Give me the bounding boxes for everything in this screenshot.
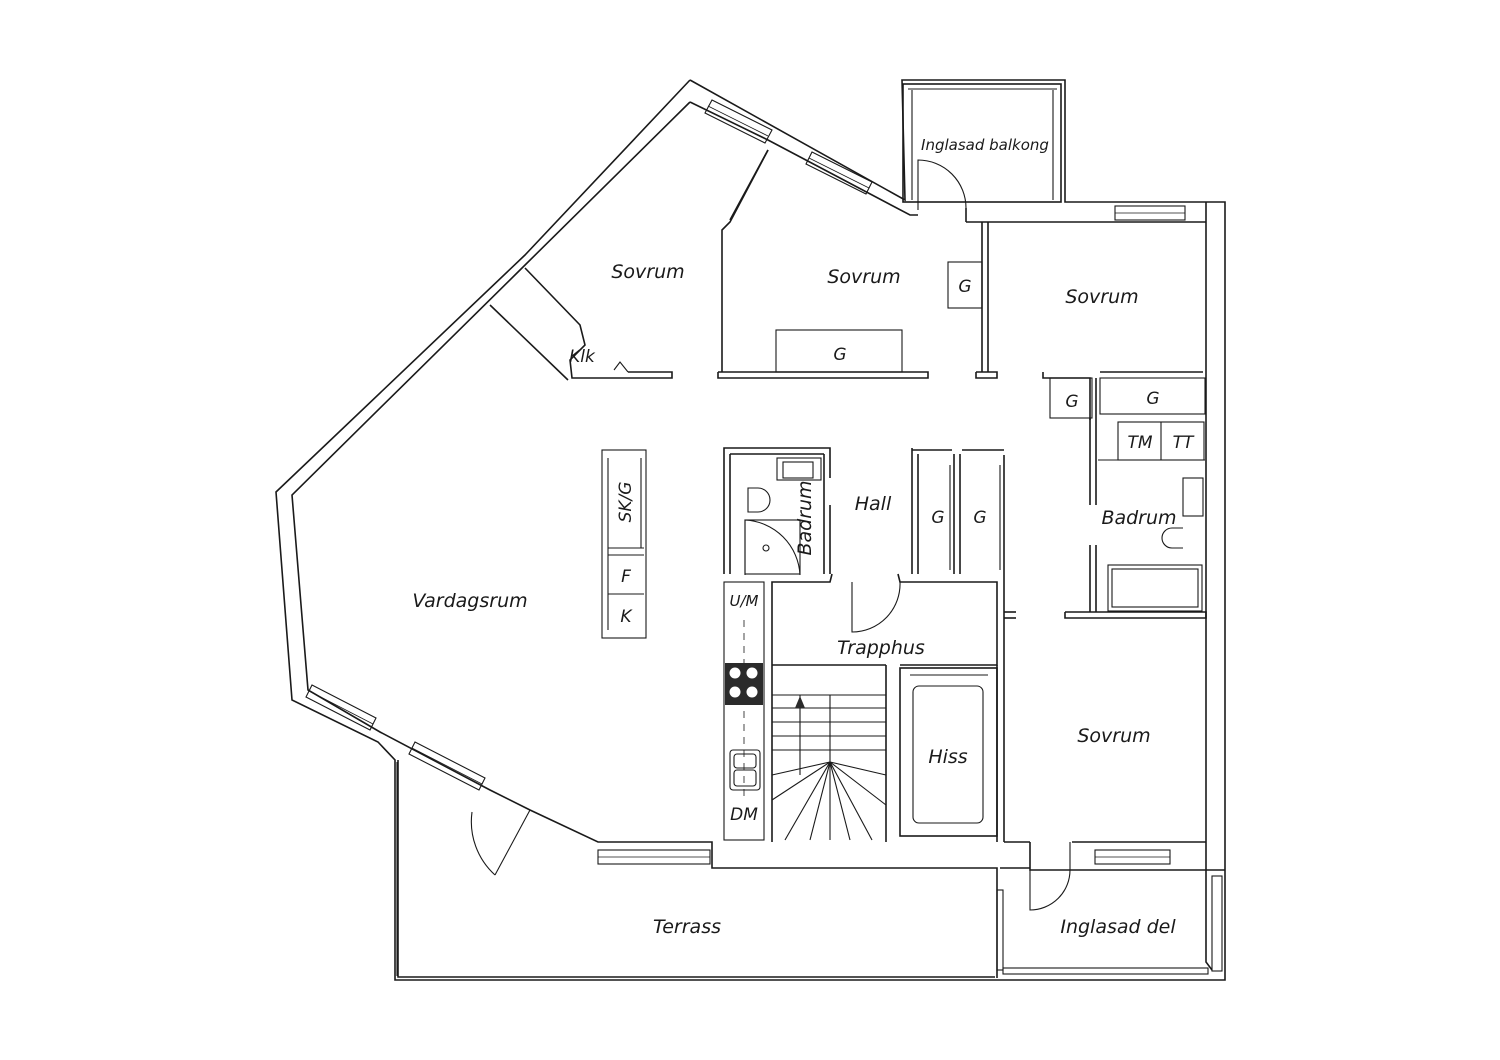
label-klk: Klk xyxy=(569,347,596,367)
label-vardagsrum: Vardagsrum xyxy=(412,590,527,612)
label-sovrum-4: Sovrum xyxy=(1077,725,1150,747)
fixture-labels: G G G G G G SK/G F K U/M DM TM TT xyxy=(616,277,1195,825)
label-sovrum-1: Sovrum xyxy=(611,261,684,283)
exterior-walls xyxy=(275,79,1226,981)
label-sk-g: SK/G xyxy=(616,482,636,523)
label-g-closet-4: G xyxy=(1146,389,1159,409)
label-g-closet-6: G xyxy=(973,508,986,528)
label-tm: TM xyxy=(1127,433,1152,453)
label-terrass: Terrass xyxy=(653,916,721,938)
label-inglasad-del: Inglasad del xyxy=(1060,916,1176,938)
label-k: K xyxy=(620,607,633,627)
label-tt: TT xyxy=(1173,433,1195,453)
label-g-closet-2: G xyxy=(833,345,846,365)
label-sovrum-3: Sovrum xyxy=(1065,286,1138,308)
label-hall: Hall xyxy=(855,493,892,515)
label-dm: DM xyxy=(730,805,758,825)
label-inglasad-balkong: Inglasad balkong xyxy=(921,136,1049,154)
label-g-closet-1: G xyxy=(958,277,971,297)
label-badrum-1: Badrum xyxy=(794,480,816,555)
room-labels: Inglasad balkong Sovrum Sovrum Sovrum Kl… xyxy=(412,136,1176,938)
label-trapphus: Trapphus xyxy=(837,637,925,659)
interior-walls xyxy=(470,149,1225,911)
label-u-m: U/M xyxy=(730,592,759,610)
windows xyxy=(305,99,1223,975)
label-g-closet-3: G xyxy=(1065,392,1078,412)
label-sovrum-2: Sovrum xyxy=(827,266,900,288)
label-g-closet-5: G xyxy=(931,508,944,528)
glazed-balcony xyxy=(902,83,1206,223)
label-badrum-2: Badrum xyxy=(1101,507,1176,529)
staircase xyxy=(771,694,887,841)
label-hiss: Hiss xyxy=(928,746,967,768)
label-f: F xyxy=(621,567,631,587)
